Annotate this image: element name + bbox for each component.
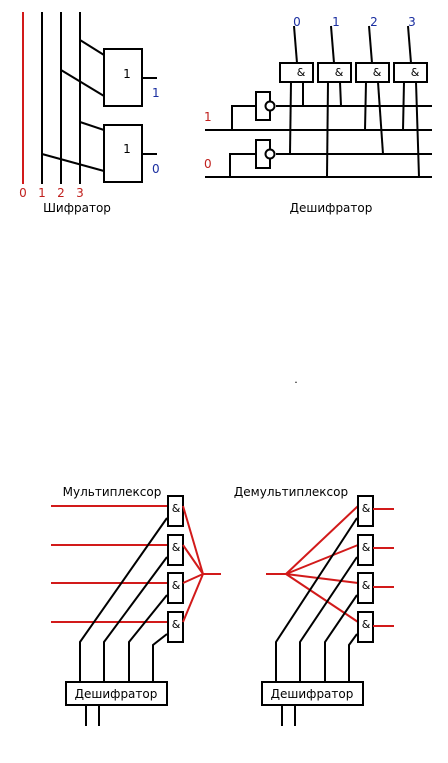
decoder-inverter-bubble-bottom [264,148,276,160]
decoder-gate-label-3: & [411,66,420,79]
decoder-caption: Дешифратор [290,201,373,215]
decoder-output-label-2: 2 [370,15,378,29]
decoder-gate-label-1: & [335,66,344,79]
demux-gate-label-2: & [362,579,371,592]
demux-decoder-box [261,681,364,706]
demux-and-gate-0 [357,495,374,527]
mux-decoder-label: Дешифратор [75,687,158,701]
mux-and-gate-0 [167,495,184,527]
demux-gate-label-1: & [362,541,371,554]
multiplexer-title: Мультиплексор [63,485,162,499]
decoder-output-label-1: 1 [332,15,340,29]
mux-decoder-box [65,681,168,706]
decoder-and-gate-2 [355,62,390,83]
decoder-gate-input [326,81,329,178]
encoder-wire [60,69,105,97]
encoder-output-bottom-label: 0 [152,162,160,176]
demux-fan-wire [285,544,359,575]
decoder-inverter-bubble-top [264,100,276,112]
encoder-caption: Шифратор [43,201,111,215]
encoder-input-label-0: 0 [19,186,27,200]
mux-gate-label-0: & [172,502,181,515]
decoder-output-wire-1 [330,25,335,64]
mux-output-wire [182,573,204,623]
demux-decoder-label: Дешифратор [271,687,354,701]
mux-control-line-2 [128,594,168,682]
encoder-gate-top-label: 1 [123,67,131,81]
encoder-input-label-3: 3 [76,186,84,200]
demux-control-line-3 [348,633,358,682]
demux-gate-label-3: & [362,618,371,631]
encoder-wire [79,39,105,56]
decoder-output-wire-0 [293,25,298,64]
stray-dot: . [294,373,298,386]
multiplexer-diagram: Мультиплексор & & & & Дешифратор [51,485,221,726]
encoder-gate-bottom-label: 1 [123,142,131,156]
decoder-diagram: 0 1 2 3 & & & & [204,15,432,215]
decoder-gate-input [364,81,367,131]
demux-control-line-2 [324,594,358,682]
mux-gate-label-2: & [172,579,181,592]
decoder-and-gate-3 [393,62,428,83]
encoder-diagram: 1 1 1 0 0 1 2 3 Шифратор [19,12,160,215]
mux-gate-label-1: & [172,541,181,554]
mux-output-wire [182,505,204,575]
decoder-input-branch-1 [231,105,256,130]
decoder-gate-input [289,81,292,155]
demux-control-line-0 [275,517,358,682]
decoder-gate-label-0: & [297,66,306,79]
demux-fan-wire [285,573,359,623]
demux-gate-label-0: & [362,502,371,515]
decoder-and-gate-0 [279,62,314,83]
demultiplexer-diagram: Демультиплексор & & & & Дешифратор [234,485,394,726]
mux-control-line-1 [103,556,168,682]
decoder-and-gate-1 [317,62,352,83]
demultiplexer-title: Демультиплексор [234,485,348,499]
demux-fan-wire [285,573,359,584]
demux-and-gate-1 [357,534,374,566]
encoder-wire [79,121,105,131]
mux-and-gate-1 [167,534,184,566]
decoder-output-wire-2 [368,25,373,64]
mux-and-gate-3 [167,611,184,643]
demux-control-line-1 [299,556,358,682]
decoder-gate-input [402,81,405,131]
decoder-gate-input [339,81,342,107]
decoder-input-label-1: 1 [204,110,212,124]
decoder-gate-label-2: & [373,66,382,79]
encoder-input-label-2: 2 [57,186,65,200]
encoder-output-top-label: 1 [152,86,160,100]
mux-gate-label-3: & [172,618,181,631]
mux-output-wire [182,544,204,575]
demux-fan-wire [285,505,359,575]
decoder-output-label-3: 3 [408,15,416,29]
decoder-input-branch-0 [229,153,256,177]
decoder-gate-input [377,81,384,155]
mux-output-wire [182,573,204,584]
encoder-or-gate-top [103,48,143,107]
mux-control-line-0 [79,517,168,682]
decoder-output-wire-3 [407,25,412,64]
encoder-wire [41,153,105,172]
decoder-input-label-0: 0 [204,157,212,171]
decoder-gate-input [415,81,420,178]
mux-and-gate-2 [167,572,184,604]
encoder-input-label-1: 1 [38,186,46,200]
decoder-output-label-0: 0 [293,15,301,29]
mux-control-line-3 [152,633,168,682]
